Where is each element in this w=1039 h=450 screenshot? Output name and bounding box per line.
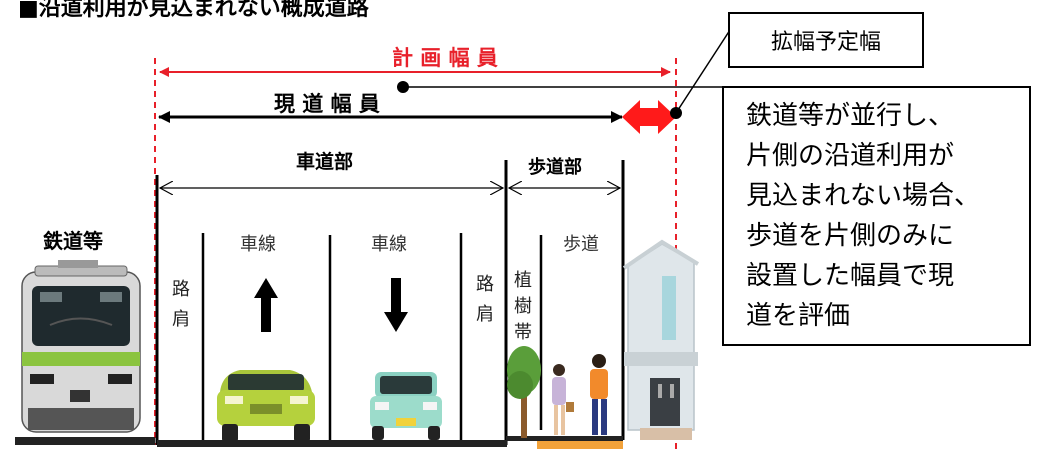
pedestrian-woman <box>552 364 574 435</box>
current-width-label: 現 道 幅 員 <box>274 92 380 116</box>
note-line-5: 設置した幅員で現 <box>746 261 955 291</box>
note-line-4: 歩道を片側のみに <box>746 221 955 251</box>
shoulder-right-label: 路 肩 <box>476 274 494 325</box>
diagram-title: ■沿道利用が見込まれない概成道路 <box>18 0 369 21</box>
expansion-width-box: 拡幅予定幅 <box>728 12 924 68</box>
sidewalk-section-label: 歩道部 <box>528 157 582 178</box>
sidewalk-label: 歩道 <box>563 234 599 255</box>
note-line-3: 見込まれない場合、 <box>746 181 981 211</box>
train-illustration <box>21 260 141 433</box>
planned-width-label: 計 画 幅 員 <box>392 46 498 70</box>
sidewalk-ground <box>506 436 623 441</box>
lane-2-label: 車線 <box>371 234 407 255</box>
note-text: 鉄道等が並行し、 片側の沿道利用が 見込まれない場合、 歩道を片側のみに 設置し… <box>746 96 980 336</box>
car-1-illustration <box>217 370 315 442</box>
railway-label: 鉄道等 <box>43 229 103 253</box>
planting-strip-label: 植 樹 帯 <box>514 270 532 343</box>
rail-ground <box>15 437 155 445</box>
car-2-illustration <box>370 372 442 440</box>
lane-1-up-arrow <box>254 278 278 332</box>
expansion-leader-line <box>675 29 731 114</box>
lane-2-down-arrow <box>384 278 408 332</box>
expansion-width-box-text: 拡幅予定幅 <box>770 30 881 55</box>
lane-1-label: 車線 <box>240 234 276 255</box>
note-line-1: 鉄道等が並行し、 <box>746 101 955 131</box>
road-ground <box>157 440 507 447</box>
note-line-2: 片側の沿道利用が <box>746 141 955 171</box>
planting-ground <box>537 441 623 449</box>
shoulder-left-label: 路 肩 <box>172 279 190 330</box>
expansion-width-arrow <box>622 100 676 134</box>
note-line-6: 道を評価 <box>746 301 851 331</box>
roadway-label: 車道部 <box>296 151 354 173</box>
pedestrian-man <box>590 354 608 435</box>
tree-illustration <box>507 346 541 438</box>
house-illustration <box>622 239 700 440</box>
note-box: 鉄道等が並行し、 片側の沿道利用が 見込まれない場合、 歩道を片側のみに 設置し… <box>722 86 1031 346</box>
